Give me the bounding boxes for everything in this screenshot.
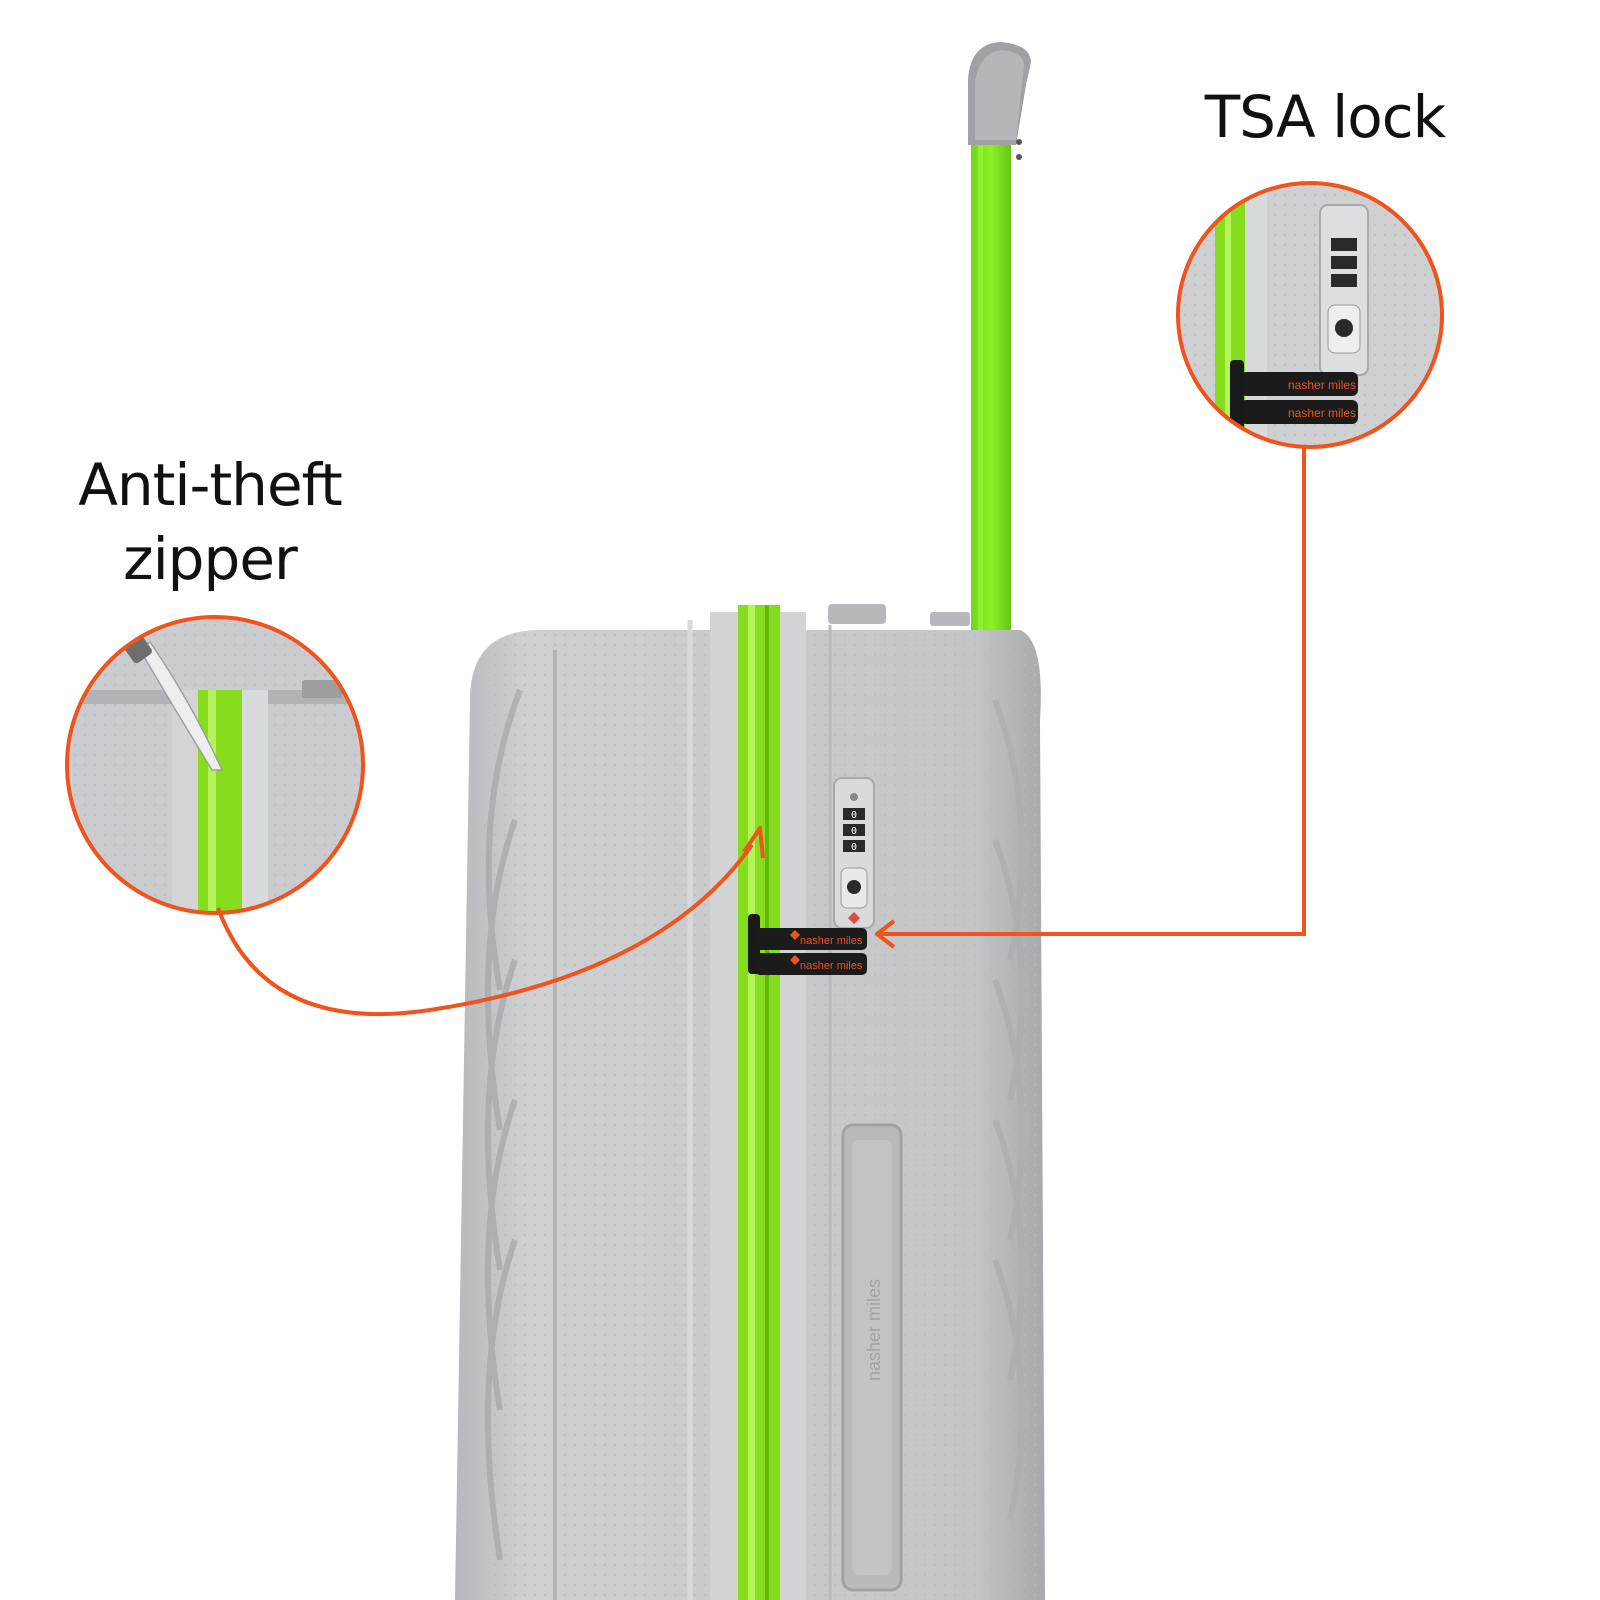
zipper-track — [710, 605, 806, 1600]
tsa-arrowhead — [875, 919, 896, 949]
tsa-connector-line — [880, 447, 1306, 936]
anti-theft-zipper-label: Anti-theft zipper — [55, 448, 365, 596]
lock-dial-2: 0 — [851, 826, 857, 837]
lock-dial-1: 0 — [851, 810, 857, 821]
zipper-pull-tags: nasher miles nasher miles — [748, 914, 867, 975]
anti-theft-zipper-label-line2: zipper — [123, 525, 298, 593]
tag-brand-2: nasher miles — [800, 960, 863, 972]
anti-theft-zipper-label-line1: Anti-theft — [78, 451, 343, 519]
telescopic-handle — [968, 42, 1031, 640]
side-carry-handle: nasher miles — [841, 1123, 903, 1592]
tsa-lock-zoom-callout: nasher miles nasher miles — [1176, 181, 1444, 449]
tsa-lock: 0 0 0 — [833, 777, 875, 929]
zoom-tag-brand-2: nasher miles — [1288, 406, 1356, 420]
tsa-lock-label: TSA lock — [1204, 83, 1447, 151]
lock-dial-3: 0 — [851, 842, 857, 853]
zipper-connector-line — [216, 843, 754, 1017]
zipper-zoom-callout — [65, 615, 365, 915]
handle-brand-mark: nasher miles — [864, 1279, 884, 1381]
zipper-arrowhead — [742, 826, 765, 859]
tag-brand-1: nasher miles — [800, 935, 863, 947]
zoom-tag-brand-1: nasher miles — [1288, 378, 1356, 392]
callout-connectors — [216, 447, 1306, 1017]
